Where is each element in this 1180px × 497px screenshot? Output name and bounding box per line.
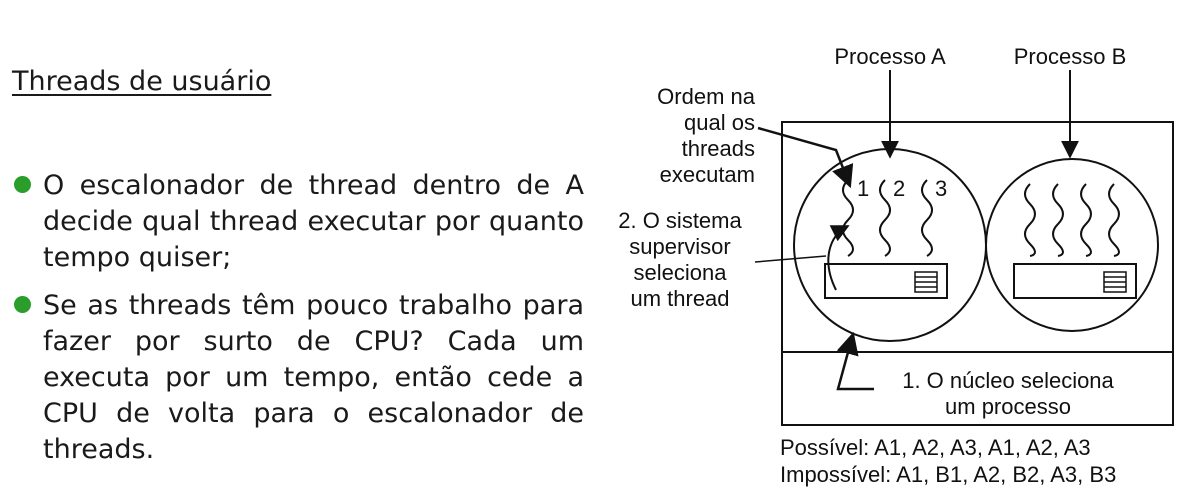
supervisor-select-arrow (827, 225, 850, 291)
svg-text:executam: executam (660, 162, 755, 187)
impossible-sequence: Impossível: A1, B1, A2, B2, A3, B3 (780, 462, 1116, 487)
thread-table-icon-b (1103, 271, 1127, 293)
svg-text:threads: threads (682, 136, 755, 161)
possible-sequence: Possível: A1, A2, A3, A1, A2, A3 (780, 435, 1091, 460)
svg-text:qual os: qual os (684, 110, 755, 135)
thread-number-2: 2 (893, 176, 905, 201)
bullet-text: Se as threads têm pouco trabalho para fa… (43, 290, 584, 465)
supervisor-pointer (754, 255, 827, 263)
thread-number-1: 1 (857, 176, 869, 201)
kernel-select-arrow (836, 331, 874, 391)
order-label: Ordem na qual os threads executam (657, 84, 756, 187)
svg-text:supervisor: supervisor (629, 234, 730, 259)
process-b-threads (1024, 183, 1120, 257)
slide-title: Threads de usuário (12, 66, 272, 97)
thread-wave (1108, 183, 1120, 257)
thread-wave (1052, 183, 1064, 257)
bullet-item: Se as threads têm pouco trabalho para fa… (14, 288, 584, 468)
bullet-dot-icon (14, 296, 31, 313)
supervisor-label: 2. O sistema supervisor seleciona um thr… (618, 208, 742, 311)
thread-wave (1024, 183, 1036, 257)
bullet-text: O escalonador de thread dentro de A deci… (43, 170, 584, 273)
process-a-threads (842, 179, 933, 257)
svg-text:um thread: um thread (630, 286, 729, 311)
bullet-item: O escalonador de thread dentro de A deci… (14, 168, 584, 276)
runtime-system-box-a (824, 263, 948, 299)
process-b-label: Processo B (1014, 44, 1127, 69)
svg-text:1. O núcleo seleciona: 1. O núcleo seleciona (902, 368, 1114, 393)
thread-wave (842, 179, 854, 257)
svg-text:Ordem na: Ordem na (657, 84, 756, 109)
order-arrow (757, 126, 854, 189)
process-b-circle (985, 158, 1159, 332)
thread-wave (1080, 183, 1092, 257)
svg-text:seleciona: seleciona (634, 260, 728, 285)
bullet-dot-icon (14, 176, 31, 193)
runtime-system-box-b (1013, 263, 1137, 299)
process-a-label: Processo A (834, 44, 946, 69)
thread-number-3: 3 (935, 176, 947, 201)
kernel-label: 1. O núcleo seleciona um processo (902, 368, 1114, 419)
svg-text:um processo: um processo (945, 394, 1071, 419)
thread-wave (879, 179, 891, 257)
bullet-list: O escalonador de thread dentro de A deci… (14, 168, 584, 480)
thread-table-icon-a (914, 271, 938, 293)
system-box (781, 121, 1174, 426)
svg-text:2. O sistema: 2. O sistema (618, 208, 742, 233)
thread-wave (921, 179, 933, 257)
